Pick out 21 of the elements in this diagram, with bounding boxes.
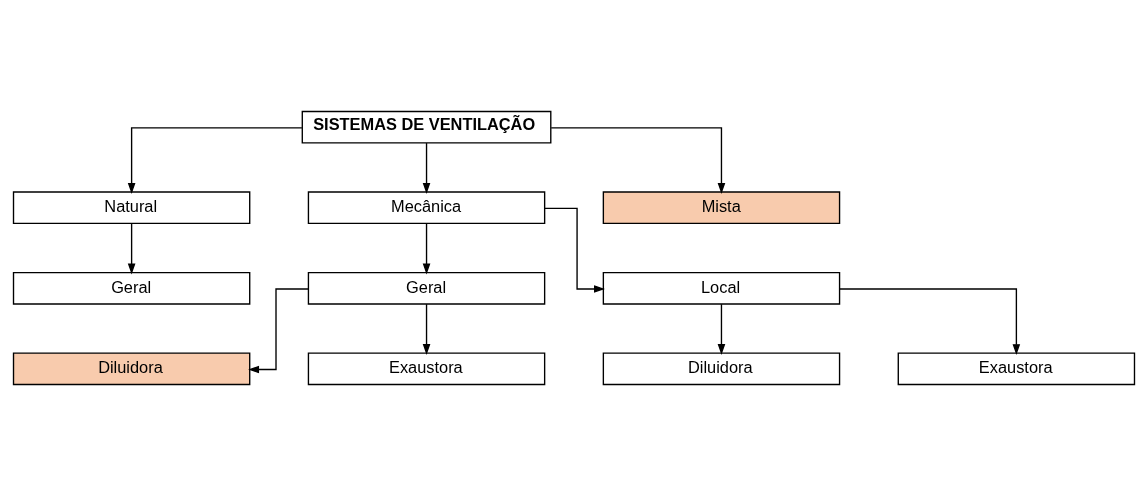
arrow <box>550 127 726 194</box>
node-box: Geral <box>307 271 546 305</box>
arrow <box>422 222 431 275</box>
node-box: Exaustora <box>897 352 1136 386</box>
arrow <box>839 288 1021 356</box>
node-box: Geral <box>12 271 251 305</box>
arrow <box>248 288 309 374</box>
arrow <box>422 142 431 194</box>
arrow <box>422 303 431 356</box>
node-box: Diluidora <box>12 352 251 386</box>
node-box: Mista <box>602 191 841 225</box>
node-box: Exaustora <box>307 352 546 386</box>
node-box: Mecânica <box>307 191 546 225</box>
arrow <box>717 303 726 356</box>
node-box: SISTEMAS DE VENTILAÇÃO <box>301 110 552 144</box>
node-box: Diluidora <box>602 352 841 386</box>
arrow <box>127 127 303 194</box>
arrow <box>127 222 136 275</box>
node-box: Local <box>602 271 841 305</box>
arrow <box>544 207 605 293</box>
node-box: Natural <box>12 191 251 225</box>
